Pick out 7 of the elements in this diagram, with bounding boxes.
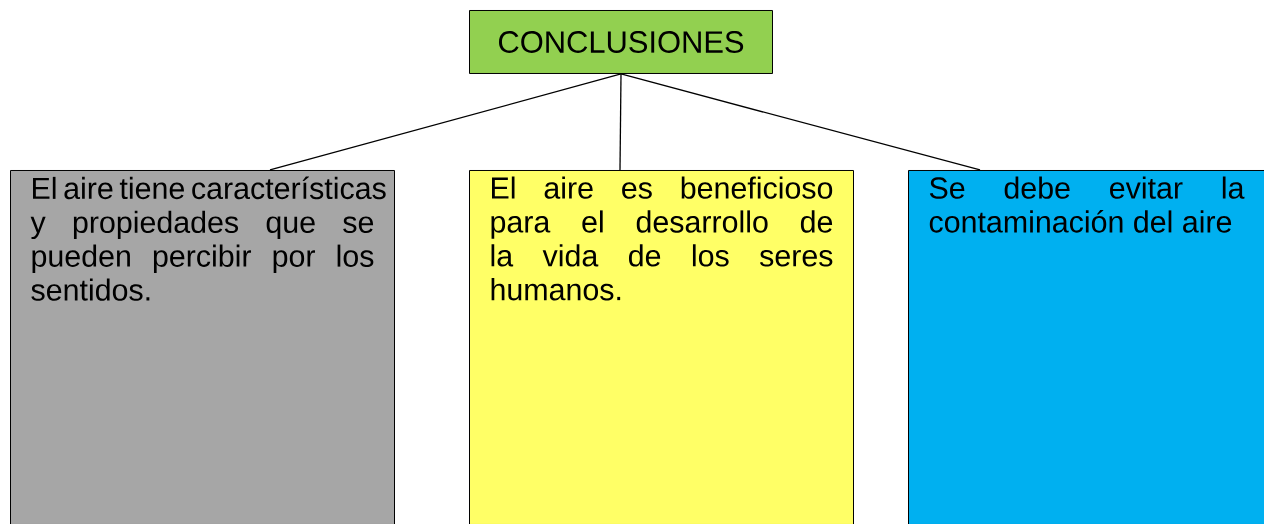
- connector-line: [620, 73, 981, 171]
- text-box: Se debe evitar la contaminación del aire: [908, 170, 1264, 524]
- text-box: El aire tiene características y propiedades que se pueden percibir por los sentidos.: [10, 170, 395, 524]
- title-box: CONCLUSIONES: [469, 10, 773, 74]
- connector-line: [269, 73, 622, 171]
- text-box: El aire es beneficioso para el desarrollo de la vida de los seres humanos.: [469, 170, 854, 524]
- connector-line: [619, 73, 622, 171]
